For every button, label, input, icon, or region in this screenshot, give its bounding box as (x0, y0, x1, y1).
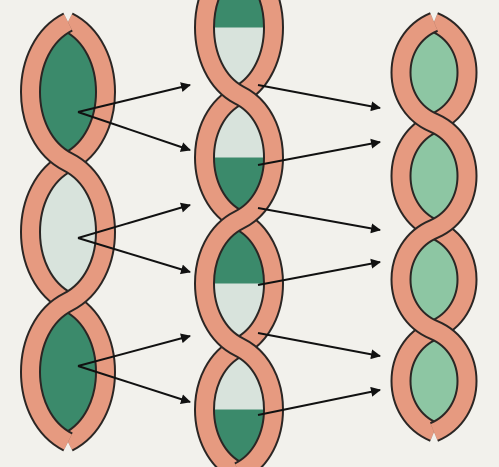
chain-hybrid (205, 0, 274, 467)
top-half (211, 0, 267, 28)
arrow (258, 208, 380, 230)
arrow (258, 333, 380, 356)
arrow (258, 85, 380, 108)
chain-parental (31, 22, 106, 442)
chain-daughter (401, 22, 467, 432)
